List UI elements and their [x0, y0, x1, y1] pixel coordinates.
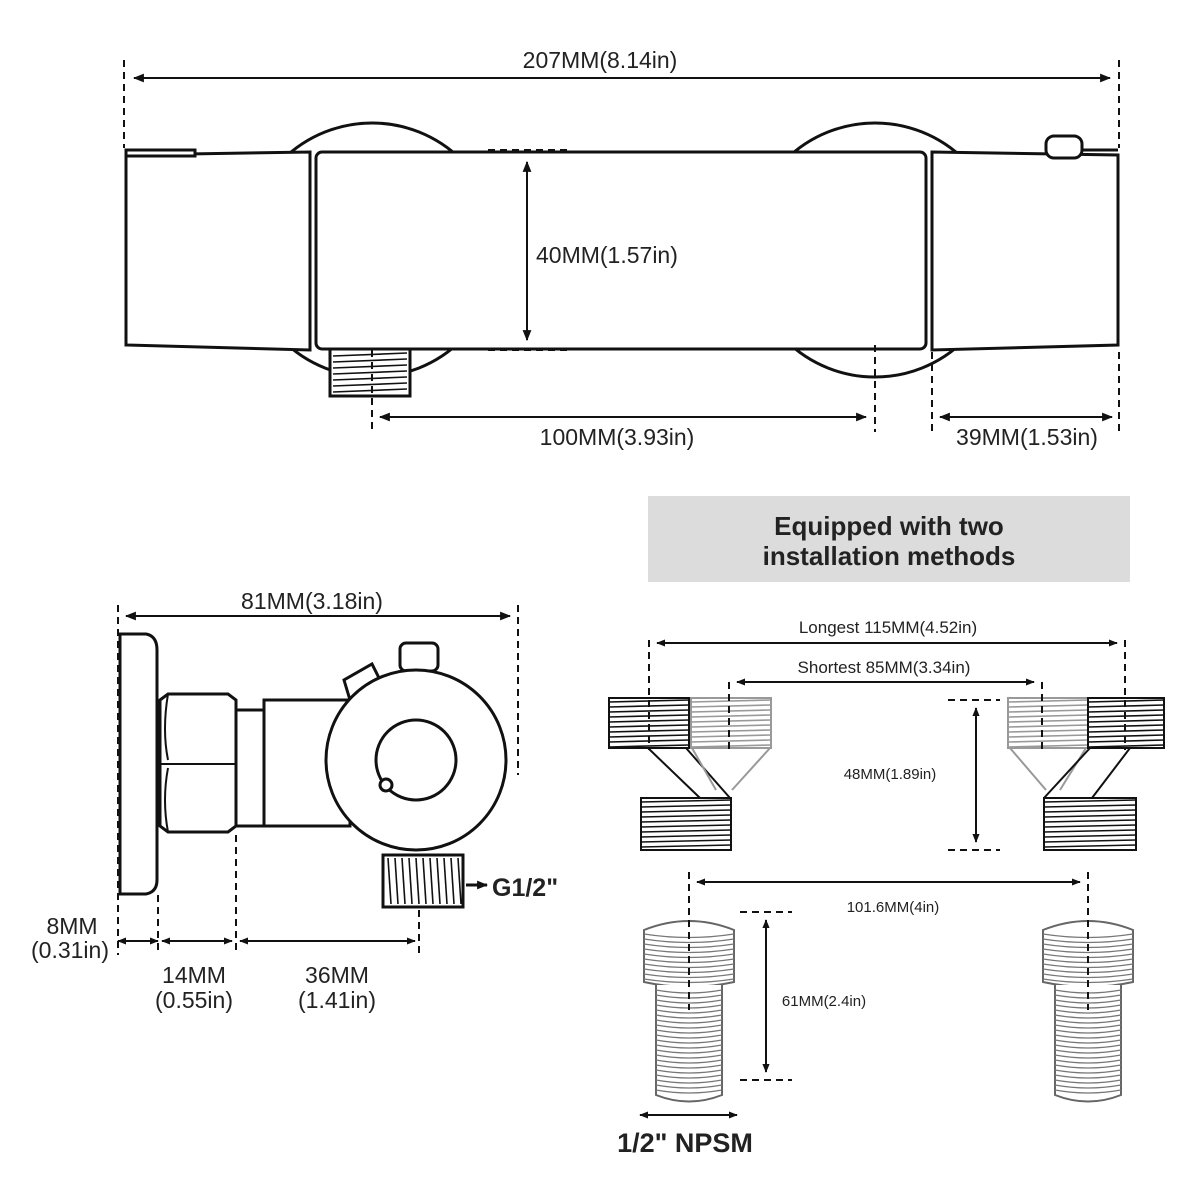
valve-body — [262, 698, 352, 828]
thread-line — [332, 370, 408, 375]
top-button — [398, 641, 440, 673]
body-left-handle — [124, 150, 312, 352]
outlet-thread-label: G1/2" — [492, 874, 558, 902]
body-right-handle — [930, 150, 1120, 352]
length-label: 61MM(2.4in) — [782, 993, 866, 1010]
thread-line — [457, 857, 462, 905]
thread-line — [394, 857, 399, 905]
straight-connectors: 101.6MM(4in) 61MM(2.4in) 1/2" NPSM — [617, 872, 1134, 1158]
thread-line — [443, 857, 448, 905]
body-left-cap — [124, 148, 197, 158]
thread-block — [1007, 697, 1089, 749]
thread-line — [436, 857, 441, 905]
safety-button — [1044, 134, 1084, 160]
side-view: 81MM(3.18in) G1/2" 8MM (0.31in) 14MM (0.… — [31, 588, 558, 1013]
thread-line — [408, 857, 413, 905]
thread-line — [332, 388, 408, 393]
thread-line — [332, 376, 408, 381]
banner-line-2: installation methods — [763, 541, 1016, 571]
thread-line — [450, 857, 455, 905]
thread-line — [332, 382, 408, 387]
offset-label: 48MM(1.89in) — [844, 766, 937, 783]
nut-label-mm: 14MM — [162, 962, 226, 988]
wall-plate — [118, 632, 159, 896]
outlet-thread — [381, 853, 489, 909]
height-label: 40MM(1.57in) — [536, 242, 678, 268]
npsm-label: 1/2" NPSM — [617, 1128, 753, 1158]
shortest-label: Shortest 85MM(3.34in) — [798, 658, 971, 677]
thread-line — [415, 857, 420, 905]
s-bend — [691, 747, 771, 791]
body-label-mm: 36MM — [305, 962, 369, 988]
methods-banner: Equipped with two installation methods — [648, 496, 1130, 582]
knob-center — [374, 718, 458, 802]
longest-label: Longest 115MM(4.52in) — [799, 618, 977, 637]
thread-line — [429, 857, 434, 905]
s-connectors: Longest 115MM(4.52in) Shortest 85MM(3.34… — [608, 618, 1165, 851]
thread-line — [332, 352, 408, 357]
inlet-thread — [328, 350, 412, 398]
thread-line — [387, 857, 392, 905]
wall-plate-label-mm: 8MM — [46, 913, 97, 939]
s-bend — [1009, 747, 1087, 791]
thread-block — [640, 797, 732, 851]
straight-connector — [1042, 920, 1134, 1103]
nut-label-in: (0.55in) — [155, 987, 233, 1013]
center-distance-label: 100MM(3.93in) — [540, 424, 695, 450]
body-label-in: (1.41in) — [298, 987, 376, 1013]
thread-block — [690, 697, 772, 749]
depth-label: 81MM(3.18in) — [241, 588, 383, 614]
s-bend — [1043, 747, 1131, 799]
s-bend — [647, 747, 731, 799]
thread-line — [332, 364, 408, 369]
side-width-label: 39MM(1.53in) — [956, 424, 1098, 450]
thread-block — [1043, 797, 1137, 851]
front-view: 207MM(8.14in) 40MM(1.57in) 100MM(3.93in)… — [123, 47, 1120, 450]
body-center — [314, 150, 928, 351]
spacing-label: 101.6MM(4in) — [847, 899, 940, 916]
thread-line — [422, 857, 427, 905]
wall-plate-label-in: (0.31in) — [31, 937, 109, 963]
thread-line — [332, 358, 408, 363]
thread-line — [401, 857, 406, 905]
total-width-label: 207MM(8.14in) — [523, 47, 678, 73]
banner-line-1: Equipped with two — [774, 511, 1004, 541]
straight-connector — [643, 920, 735, 1103]
